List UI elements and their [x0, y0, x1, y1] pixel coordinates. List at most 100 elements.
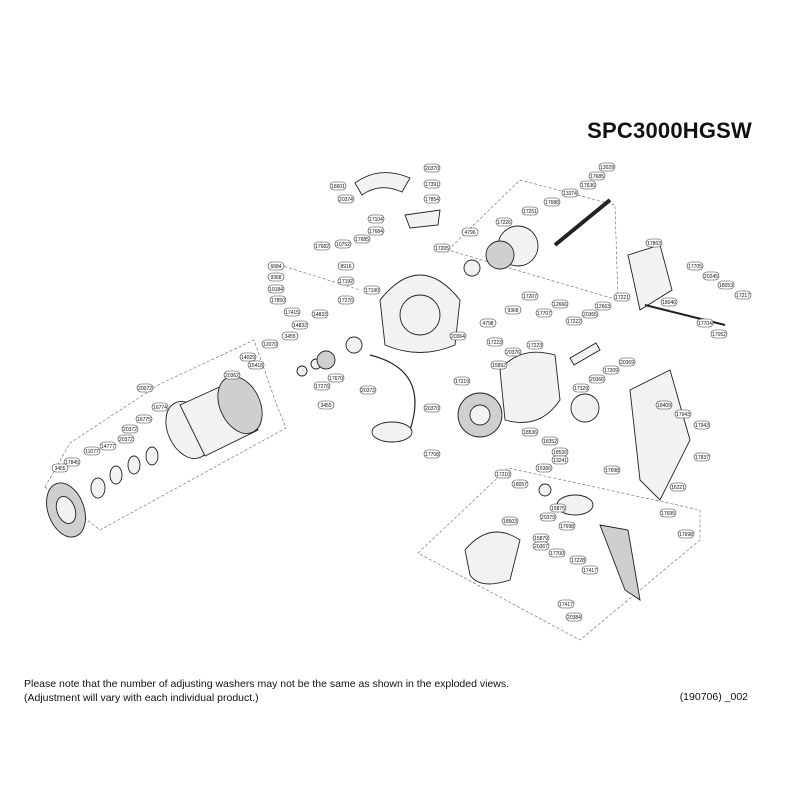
- rear-cover: [627, 244, 673, 311]
- part-label-bubble: [535, 463, 553, 473]
- part-number: 17863: [647, 241, 661, 247]
- part-label: 15879: [532, 533, 550, 543]
- part-label: 20373: [359, 385, 377, 395]
- part-label-bubble: [269, 295, 287, 305]
- part-label: 18352: [541, 436, 559, 446]
- part-number: 20370: [425, 406, 439, 412]
- part-number: 20379: [541, 515, 555, 521]
- part-number: 12663: [596, 304, 610, 310]
- part-label-bubble: [267, 261, 285, 271]
- part-label-bubble: [551, 455, 569, 465]
- part-number: 17707: [537, 311, 551, 317]
- part-label: 15892: [490, 360, 508, 370]
- part-label: 18409: [655, 400, 673, 410]
- handle-arm: [599, 524, 641, 601]
- part-label-bubble: [504, 347, 522, 357]
- part-label-bubble: [504, 305, 522, 315]
- part-number: 20364: [451, 334, 465, 340]
- part-label: 15366: [535, 463, 553, 473]
- part-label-bubble: [543, 197, 561, 207]
- part-number: 20373: [361, 388, 375, 394]
- part-number: 17705: [688, 264, 702, 270]
- part-label-bubble: [669, 482, 687, 492]
- part-number: 13374: [563, 191, 577, 197]
- part-number: 6684: [270, 264, 281, 270]
- part-label: 18046: [660, 297, 678, 307]
- part-number: 20362: [225, 373, 239, 379]
- note-line-2: (Adjustment will vary with each individu…: [24, 692, 259, 704]
- part-label: 17209: [602, 365, 620, 375]
- diagram-code: (190706) _002: [679, 691, 748, 703]
- part-number: 17222: [567, 319, 581, 325]
- part-number: 18057: [513, 482, 527, 488]
- part-label-bubble: [572, 383, 590, 393]
- part-label-bubble: [313, 381, 331, 391]
- part-number: 17276: [315, 384, 329, 390]
- part-number: 17223: [528, 343, 542, 349]
- part-label: 15418: [247, 360, 265, 370]
- part-label: 17190: [363, 285, 381, 295]
- part-label-bubble: [702, 271, 720, 281]
- part-label: 17210: [494, 469, 512, 479]
- part-label-bubble: [549, 503, 567, 513]
- model-title: SPC3000HGSW: [587, 118, 752, 143]
- part-number: 16775: [137, 417, 151, 423]
- part-label-bubble: [83, 446, 101, 456]
- part-label-bubble: [535, 308, 553, 318]
- part-number: 13029: [600, 165, 614, 171]
- part-label: 17854: [423, 194, 441, 204]
- part-label: 17222: [565, 316, 583, 326]
- part-label: 3455: [281, 331, 299, 341]
- part-label: 17670: [327, 373, 345, 383]
- part-label: 20366: [588, 374, 606, 384]
- part-number: 20370: [425, 166, 439, 172]
- part-label: 20372: [117, 434, 135, 444]
- drag-knob-inner: [55, 496, 77, 524]
- part-label-bubble: [674, 409, 692, 419]
- part-number: 20384: [567, 615, 581, 621]
- part-label-bubble: [313, 241, 331, 251]
- part-number: 3455: [320, 403, 331, 409]
- part-label-bubble: [327, 373, 345, 383]
- part-label: 17417: [557, 599, 575, 609]
- pinion-shaft: [553, 198, 612, 247]
- part-label: 13241: [551, 455, 569, 465]
- part-label: 17700: [548, 548, 566, 558]
- part-label-bubble: [63, 457, 81, 467]
- part-number: 10752: [336, 242, 350, 248]
- part-label: 18053: [717, 280, 735, 290]
- part-number: 17226: [497, 220, 511, 226]
- part-label: 17276: [337, 295, 355, 305]
- part-label: 12070: [261, 339, 279, 349]
- part-label: 14777: [99, 441, 117, 451]
- part-number: 17698: [679, 532, 693, 538]
- bail-trip: [404, 209, 441, 229]
- part-label-bubble: [51, 463, 69, 473]
- part-label: 9368: [504, 305, 522, 315]
- part-number: 17698: [605, 468, 619, 474]
- part-number: 14832: [293, 323, 307, 329]
- part-label-bubble: [283, 307, 301, 317]
- part-number: 17209: [604, 368, 618, 374]
- part-number: 12070: [263, 342, 277, 348]
- part-label-bubble: [579, 180, 597, 190]
- gearbox-body: [499, 351, 561, 423]
- part-number: 20367: [534, 544, 548, 550]
- part-label: 12663: [594, 301, 612, 311]
- part-number: 10184: [269, 287, 283, 293]
- part-number: 17688: [545, 200, 559, 206]
- part-label-bubble: [696, 318, 714, 328]
- part-label: 17682: [313, 241, 331, 251]
- part-label-bubble: [565, 612, 583, 622]
- part-label: 17845: [63, 457, 81, 467]
- part-label-bubble: [677, 529, 695, 539]
- part-label: 16774: [151, 402, 169, 412]
- drive-gear-hub: [469, 404, 491, 426]
- part-label-bubble: [329, 181, 347, 191]
- part-label-bubble: [569, 555, 587, 565]
- part-label: 20370: [423, 403, 441, 413]
- part-label: 6684: [267, 261, 285, 271]
- rotor-cup: [399, 294, 441, 336]
- part-number: 17417: [583, 568, 597, 574]
- part-label-bubble: [461, 227, 479, 237]
